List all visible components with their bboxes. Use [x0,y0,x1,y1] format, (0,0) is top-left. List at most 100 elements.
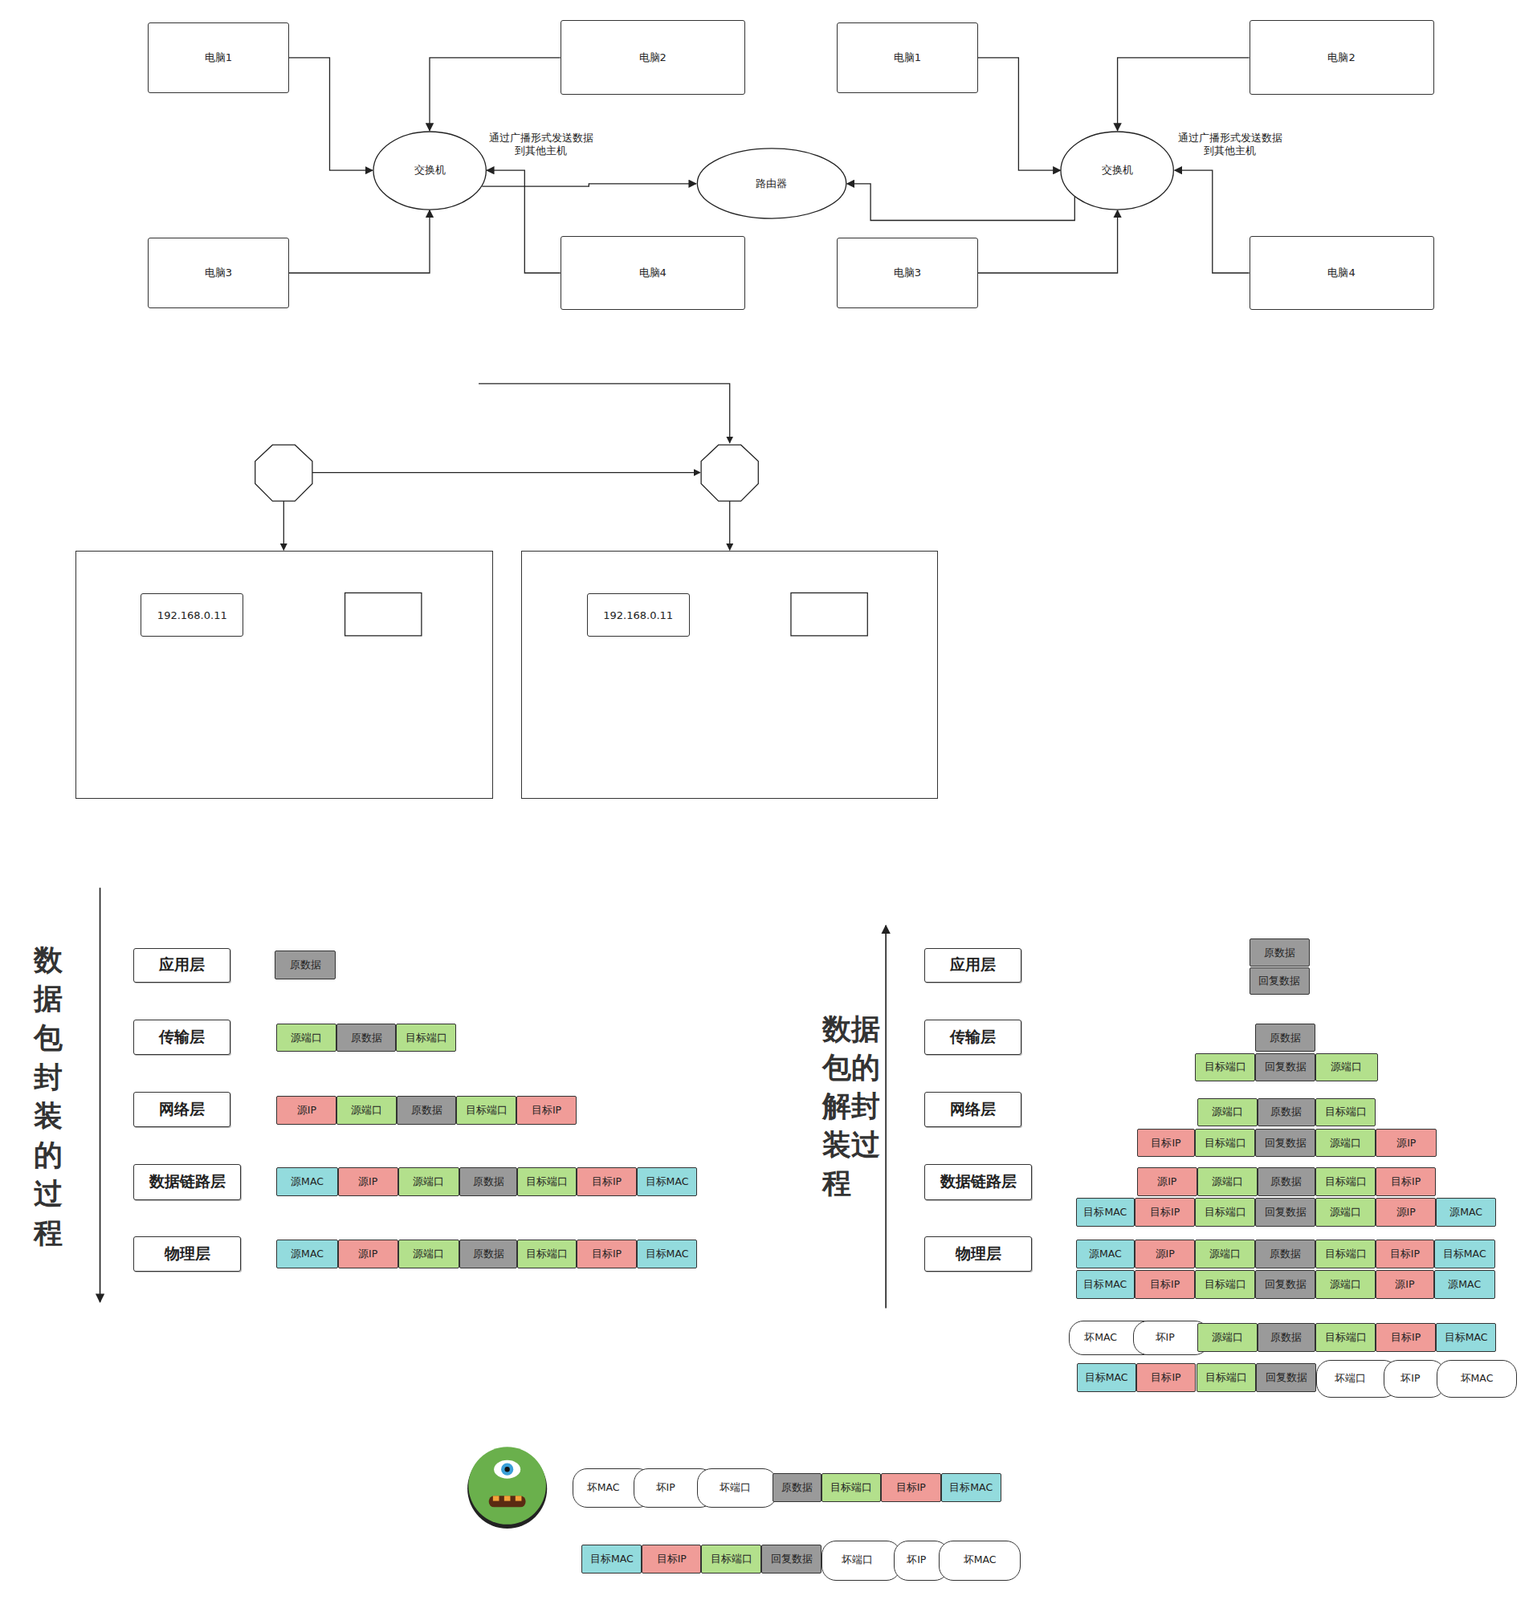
node-text: 回复数据 [1258,975,1301,987]
node-text: 目标端口 [1205,1372,1248,1384]
node-text: 原数据 [1270,1106,1302,1118]
node-text: 原数据 [472,1176,505,1188]
node-text: 目标端口 [405,1032,448,1044]
data-field: 回复数据 [1249,967,1310,995]
node-text: 源IP [358,1176,378,1188]
node-text: 源MAC [1088,1248,1122,1260]
ip-field: 目标IP [641,1545,702,1574]
node-text: 传输层 [949,1027,996,1048]
node-text: 电脑1 [893,50,922,66]
computer-box: 电脑3 [147,237,289,309]
empty-box [345,593,422,636]
node-text: 目标端口 [525,1176,568,1188]
ip-field: 源IP [338,1239,399,1269]
layer-box: 数据链路层 [924,1164,1032,1200]
port-field: 源端口 [1315,1270,1376,1300]
mac-field: 目标MAC [1434,1239,1496,1269]
mac-field: 源MAC [1435,1198,1497,1228]
data-field: 回复数据 [761,1545,822,1574]
node-text: 源端口 [1211,1332,1244,1344]
port-field: 目标端口 [1194,1198,1256,1228]
node-text: 物理层 [164,1243,211,1265]
layer-box: 物理层 [924,1236,1032,1272]
node-text: 回复数据 [1264,1137,1307,1150]
monster-icon [467,1447,547,1529]
node-text: 物理层 [955,1243,1002,1265]
host-panel: 192.168.0.11 [75,550,494,800]
network-link [847,183,1076,221]
computer-box: 电脑4 [560,236,746,311]
port-field: 源端口 [1197,1098,1258,1128]
port-field: 目标端口 [1315,1167,1376,1197]
node-text: 目标IP [656,1553,687,1566]
mac-field: 目标MAC [941,1473,1002,1503]
node-text: 目标MAC [1444,1332,1489,1344]
port-field: 目标端口 [456,1096,517,1126]
node-text: 目标IP [1390,1332,1421,1344]
node-text: 源端口 [1329,1137,1362,1150]
node-text: 交换机 [1101,163,1134,178]
data-field: 原数据 [336,1023,396,1053]
data-field: 回复数据 [1255,1053,1316,1083]
node-text: 目标端口 [1325,1176,1367,1188]
node-text: 源端口 [1329,1206,1362,1219]
node-text: 原数据 [472,1248,505,1260]
port-field: 目标端口 [821,1473,881,1503]
port-field: 源端口 [336,1096,397,1126]
computer-box: 电脑3 [836,237,978,309]
layer-box: 数据链路层 [133,1164,241,1200]
data-field: 回复数据 [1255,1270,1316,1300]
node-text: 目标IP [1149,1206,1180,1219]
mac-field: 目标MAC [636,1167,698,1197]
node-text: 目标IP [1150,1137,1181,1150]
mac-field: 源MAC [1434,1270,1496,1300]
data-field: 原数据 [459,1167,518,1197]
mac-field: 目标MAC [636,1239,698,1269]
computer-box: 电脑1 [836,22,978,94]
node-text: 源MAC [290,1176,324,1188]
node-text: 源端口 [412,1248,445,1260]
network-device-ellipse: 交换机 [1060,130,1175,211]
node-text: 应用层 [949,954,996,976]
ip-field: 源IP [1375,1270,1434,1300]
ip-address-box: 192.168.0.11 [140,593,244,636]
port-field: 目标端口 [1315,1323,1376,1353]
computer-box: 电脑4 [1249,236,1435,311]
node-text: 目标端口 [830,1482,873,1494]
port-field: 目标端口 [701,1545,762,1574]
port-field: 源端口 [1197,1167,1258,1197]
node-text: 原数据 [1263,947,1296,959]
node-text: 目标端口 [1325,1332,1367,1344]
network-link [481,183,697,187]
node-text: 坏IP [1155,1331,1175,1346]
node-text: 源IP [1396,1206,1416,1219]
port-field: 源端口 [1315,1053,1378,1083]
node-text: 回复数据 [1264,1206,1307,1219]
node-text: 电脑3 [204,265,233,281]
port-field: 目标端口 [517,1239,577,1269]
layer-box: 物理层 [133,1236,241,1272]
node-text: 源IP [358,1248,378,1260]
node-text: 坏MAC [963,1553,997,1568]
node-text: 目标IP [531,1104,562,1117]
host-panel: 192.168.0.11 [521,550,938,800]
node-text: 坏MAC [587,1481,620,1496]
node-text: 回复数据 [770,1553,813,1566]
node-text: 电脑4 [1327,265,1355,281]
label-text: 通过广播形式发送数据 到其他主机 [485,131,598,159]
network-link [1117,57,1250,131]
node-text: 目标MAC [1083,1206,1127,1219]
vertical-title: 数据包封装的过程 [33,941,63,1254]
node-text: 回复数据 [1264,1279,1307,1291]
ip-field: 目标IP [576,1167,637,1197]
mac-field: 目标MAC [581,1545,642,1574]
network-device-ellipse: 交换机 [372,130,487,211]
port-field: 目标端口 [1196,1363,1257,1393]
node-text: 交换机 [414,163,446,178]
node-text: 网络层 [949,1099,996,1121]
label-text: 通过广播形式发送数据 到其他主机 [1174,131,1287,159]
node-text: 目标IP [1390,1176,1421,1188]
node-text: 目标端口 [525,1248,568,1260]
node-text: 源IP [1157,1176,1177,1188]
node-text: 源MAC [290,1248,324,1260]
